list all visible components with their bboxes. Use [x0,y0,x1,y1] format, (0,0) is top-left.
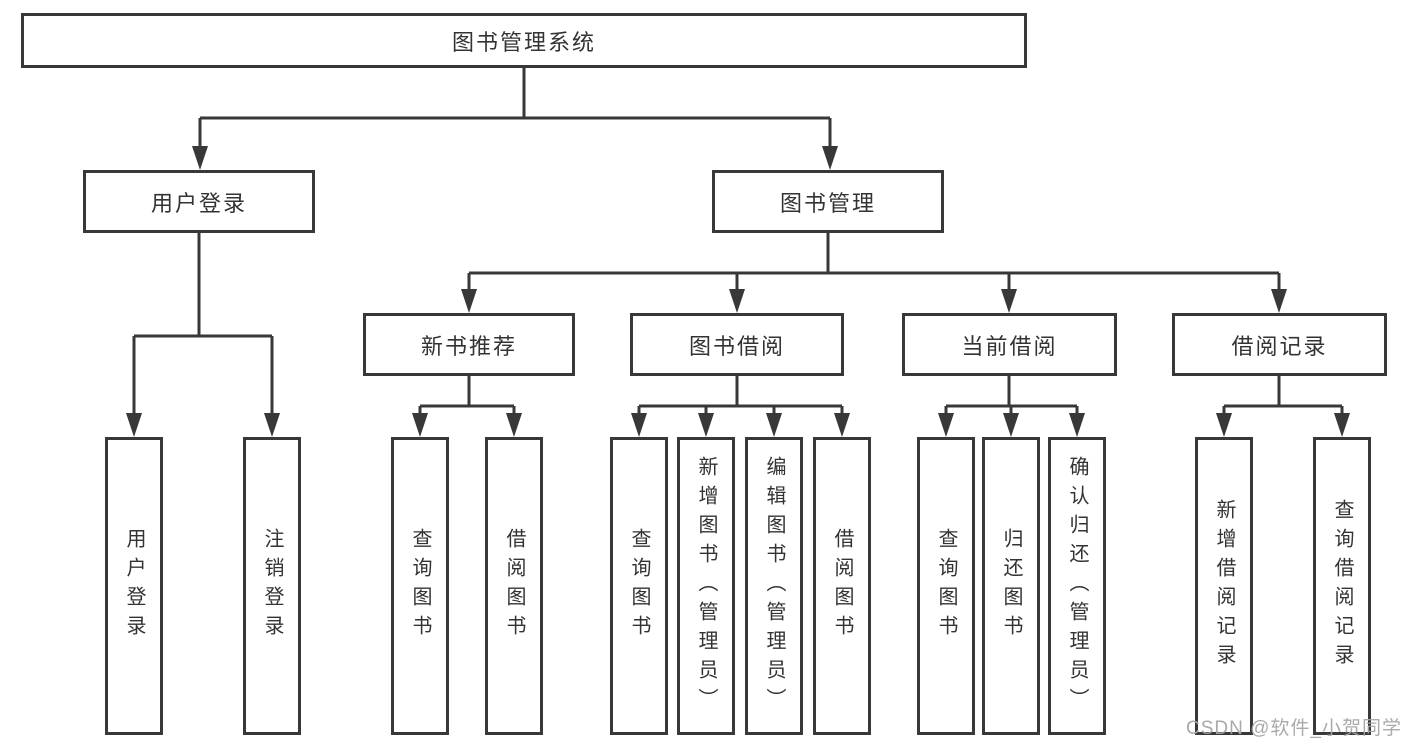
leaf-user-login: 用户登录 [105,437,163,735]
node-label: 图书借阅 [688,333,785,359]
watermark: CSDN @软件_小贺同学 [1186,718,1402,739]
leaf-borrow-add-books-admin: 新增图书（管理员） [677,437,735,735]
leaf-logout: 注销登录 [243,437,301,735]
node-label: 注销登录 [261,528,283,644]
node-label: 查询图书 [935,528,957,644]
node-current-borrow: 当前借阅 [902,313,1117,376]
node-library-management-system: 图书管理系统 [21,13,1027,68]
node-label: 查询借阅记录 [1331,499,1353,673]
leaf-current-return-books: 归还图书 [982,437,1040,735]
leaf-current-query-books: 查询图书 [917,437,975,735]
node-label: 编辑图书（管理员） [763,455,785,717]
node-label: 新增借阅记录 [1213,499,1235,673]
node-label: 用户登录 [150,190,247,216]
node-label: 查询图书 [409,528,431,644]
node-label: 新书推荐 [420,333,517,359]
leaf-borrow-edit-books-admin: 编辑图书（管理员） [745,437,803,735]
node-label: 当前借阅 [961,333,1058,359]
leaf-borrow-borrow-books: 借阅图书 [813,437,871,735]
leaf-borrow-query-books: 查询图书 [610,437,668,735]
node-label: 借阅图书 [831,528,853,644]
node-label: 借阅记录 [1231,333,1328,359]
node-book-management: 图书管理 [712,170,944,233]
node-borrow-records: 借阅记录 [1172,313,1387,376]
node-label: 确认归还（管理员） [1066,455,1088,717]
leaf-current-confirm-return-admin: 确认归还（管理员） [1048,437,1106,735]
node-user-login: 用户登录 [83,170,315,233]
node-label: 归还图书 [1000,528,1022,644]
node-label: 查询图书 [628,528,650,644]
leaf-recommend-query-books: 查询图书 [391,437,449,735]
node-label: 图书管理系统 [451,29,596,55]
node-label: 借阅图书 [503,528,525,644]
leaf-records-query-record: 查询借阅记录 [1313,437,1371,735]
node-book-borrow: 图书借阅 [630,313,844,376]
node-label: 用户登录 [123,528,145,644]
leaf-records-add-record: 新增借阅记录 [1195,437,1253,735]
node-new-book-recommend: 新书推荐 [363,313,575,376]
node-label: 新增图书（管理员） [695,455,717,717]
node-label: 图书管理 [779,190,876,216]
leaf-recommend-borrow-books: 借阅图书 [485,437,543,735]
